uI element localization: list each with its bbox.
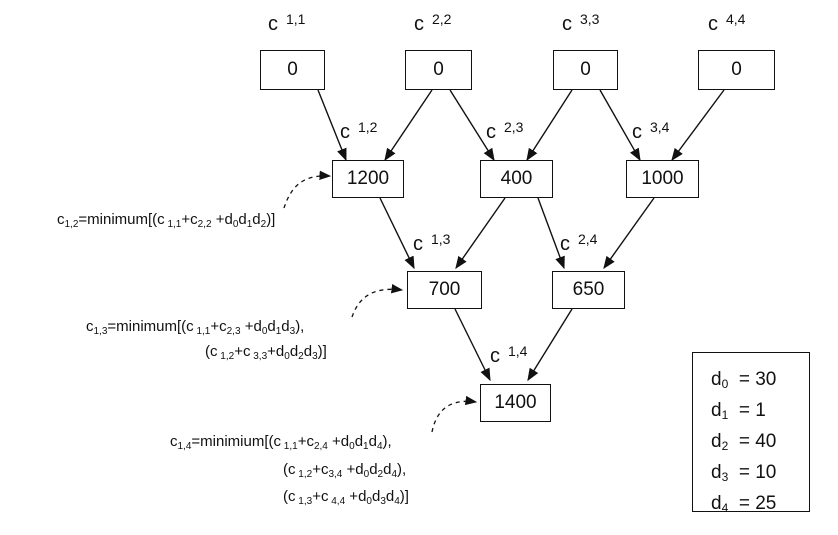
arrow-c44-c34 [671,89,725,162]
legend-row-d2: d2 = 40 [711,431,777,453]
arrow-c34-c24 [603,197,655,270]
arrow-c22-c12 [384,89,433,162]
formula-c12: c1,2=minimum[(c 1,1+c2,2 +d0d1d2)] [57,211,276,230]
arrow-c23-c13 [455,197,506,270]
formula-c14-line1: c1,4=minimium[(c 1,1+c2,4 +d0d1d4), [170,433,392,452]
node-c23: 400 [480,160,553,198]
arrow-c22-c23 [449,89,495,162]
formula-c13-line1: c1,3=minimum[(c 1,1+c2,3 +d0d1d3), [86,318,305,337]
callout-f13 [351,284,404,318]
node-c14: 1400 [480,384,551,422]
arrow-c33-c23 [526,89,573,162]
arrow-c13-c14 [454,308,491,382]
node-c33: 0 [553,50,618,90]
formula-c14-line2: (c 1,2+c3,4 +d0d2d4), [283,461,407,480]
formula-c14-line3: (c 1,3+c 4,4 +d0d3d4)] [283,488,409,507]
legend-row-d3: d3 = 10 [711,462,777,484]
arrow-c24-c14 [527,308,573,382]
legend-row-d1: d1 = 1 [711,400,766,422]
callout-f12 [283,170,332,209]
node-c34: 1000 [626,160,699,198]
legend-row-d4: d4 = 25 [711,493,777,515]
node-c12: 1200 [332,160,404,198]
node-c44: 0 [698,50,775,90]
node-c13: 700 [407,271,482,309]
arrow-c23-c24 [537,197,565,270]
node-c24: 650 [552,271,625,309]
formula-c13-line2: (c 1,2+c 3,3+d0d2d3)] [205,343,327,362]
arrow-c12-c13 [379,197,415,270]
dimension-legend: d0 = 30 d1 = 1 d2 = 40 d3 = 10 d4 = 25 [692,352,810,515]
node-c11: 0 [260,50,325,90]
arrow-c11-c12 [317,89,347,162]
node-c22: 0 [405,50,472,90]
arrow-c33-c34 [599,89,641,162]
legend-row-d0: d0 = 30 [711,369,777,391]
callout-f14 [431,395,478,433]
